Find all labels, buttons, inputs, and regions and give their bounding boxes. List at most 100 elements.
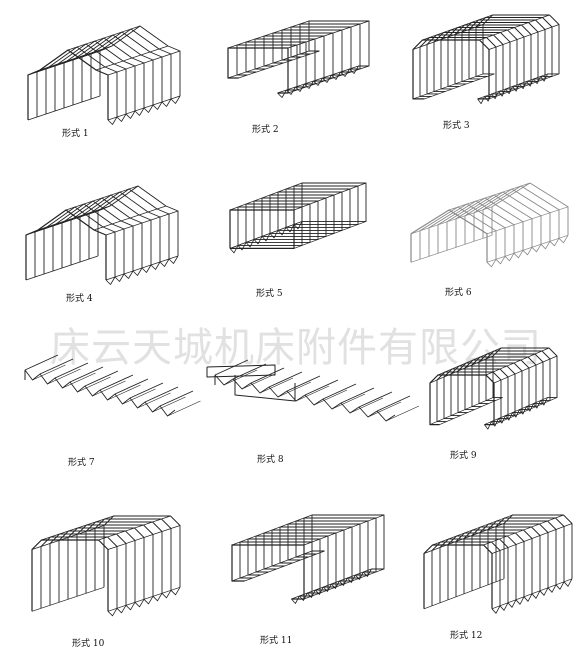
pleat-valley [367,401,402,418]
fold-line [58,530,136,603]
pleat-crest [39,358,74,375]
ridge-line [424,73,495,100]
pleat-tooth [268,386,288,398]
pleat-tooth [558,235,569,244]
pleat-tooth [161,590,172,599]
pleat-tooth [491,605,501,614]
pleat-tooth [261,233,271,242]
ridge-line [423,523,505,554]
ridge-line [412,73,484,100]
pleat-valley [313,389,348,406]
fold-line [94,518,172,591]
pleat-tooth [331,71,341,80]
fold-line [423,544,493,609]
pleat-tooth [498,415,506,424]
ridge-line [231,514,313,546]
pleat-tooth [125,110,136,119]
pleat-tooth [237,242,247,251]
bellows-drawing-form-1 [27,25,181,125]
pleat-tooth [107,608,118,617]
pleat-tooth [168,255,179,264]
pleat-valley [122,388,156,405]
pleat-tooth [339,577,348,586]
pleat-tooth [250,382,270,394]
pleat-tooth [531,590,541,599]
pleat-tooth [159,258,170,267]
ridge-line [39,45,113,71]
caption-form-9: 形式 9 [450,451,477,461]
pleat-tooth [515,596,525,605]
bellows-drawing-form-11 [231,514,385,604]
pleat-tooth [491,418,499,427]
pleat-crest [322,383,357,400]
pleat-tooth [150,261,161,270]
pleat-tooth [505,412,513,421]
pleat-valley [349,397,384,414]
pleat-tooth [484,93,492,102]
pleat-tooth [269,230,279,239]
pleat-valley [241,373,276,390]
pleat-tooth [539,587,549,596]
fold-line [482,14,560,75]
fold-line [447,27,525,87]
pleat-tooth [295,83,305,92]
pleat-tooth [293,221,303,230]
ridge-line [31,525,105,550]
pleat-tooth [105,276,116,285]
pleat-crest [340,387,375,404]
ridge-line [429,397,494,425]
ridge-line [93,205,167,231]
pleat-tooth [322,398,342,410]
fold-line [461,22,539,82]
guide-rail-foot [234,375,296,402]
caption-form-1: 形式 1 [62,129,89,139]
fold-line [254,38,316,85]
pleat-tooth [116,605,127,614]
pleat-tooth [304,80,314,89]
pleat-valley [295,385,330,402]
pleat-tooth [531,244,542,253]
ridge-line [448,182,531,211]
pleat-tooth [322,74,332,83]
ridge-line [488,24,560,50]
fold-line [429,374,495,426]
fold-line [245,41,307,88]
pleat-tooth [495,256,506,265]
pleat-tooth [499,602,509,611]
bellows-drawing-form-5 [229,182,367,254]
pleat-tooth [304,394,324,406]
ridge-line [491,578,573,610]
fold-line [439,538,509,603]
pleat-crest [114,378,149,395]
pleat-tooth [563,578,573,587]
pleat-crest [358,391,393,408]
pleat-tooth [486,259,497,268]
fold-line [303,517,377,573]
fold-line [454,24,532,85]
caption-form-5: 形式 5 [256,289,283,299]
ridge-line [486,234,569,263]
pleat-tooth [512,409,520,418]
pleat-tooth [477,96,485,105]
pleat-tooth [512,83,520,92]
fold-line [440,29,518,90]
ridge-line [484,397,548,425]
pleat-tooth [519,406,527,415]
fold-line [67,527,145,600]
ridge-line [479,14,550,41]
ridge-line [65,185,139,211]
pleat-tooth [285,224,295,233]
bellows-drawing-form-7 [24,354,201,417]
pleat-tooth [540,241,551,250]
caption-form-3: 形式 3 [443,121,470,131]
ridge-line [107,586,181,612]
fold-line [433,32,511,92]
pleat-tooth [116,113,127,122]
pleat-tooth [347,574,356,583]
pleat-valley [259,377,294,394]
ridge-line [98,515,171,541]
ridge-line [244,550,325,582]
ridge-line [486,206,569,235]
fold-line [492,347,558,399]
pleat-crest [304,379,339,396]
